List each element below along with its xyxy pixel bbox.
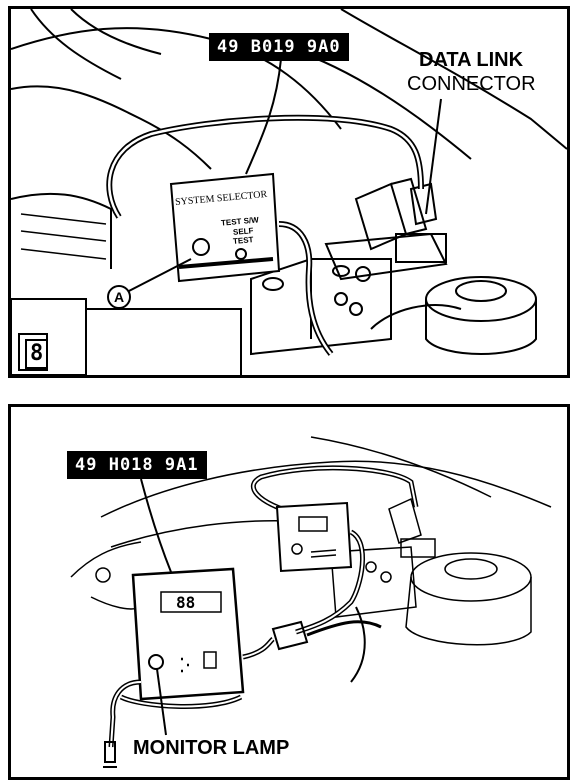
data-link-connector-label-line2: CONNECTOR — [407, 73, 536, 95]
monitor-tool-part-number-tag: 49 H018 9A1 — [67, 451, 207, 479]
test-switch-label-line3: TEST — [232, 235, 254, 246]
svg-text:88: 88 — [176, 593, 195, 612]
top-illustration-panel: 49 B019 9A0 DATA LINK CONNECTOR SYSTEM S… — [8, 6, 570, 378]
page-marker: 8 — [25, 339, 49, 369]
bottom-illustration-panel: 88 49 H018 9A1 MONITOR LAMP — [8, 404, 570, 780]
monitor-lamp-label: MONITOR LAMP — [133, 737, 290, 759]
callout-a: A — [107, 285, 131, 309]
data-link-connector-label-line1: DATA LINK — [419, 49, 524, 71]
engine-bay-drawing-bottom: 88 — [70, 436, 552, 768]
tool-part-number-tag: 49 B019 9A0 — [209, 33, 349, 61]
